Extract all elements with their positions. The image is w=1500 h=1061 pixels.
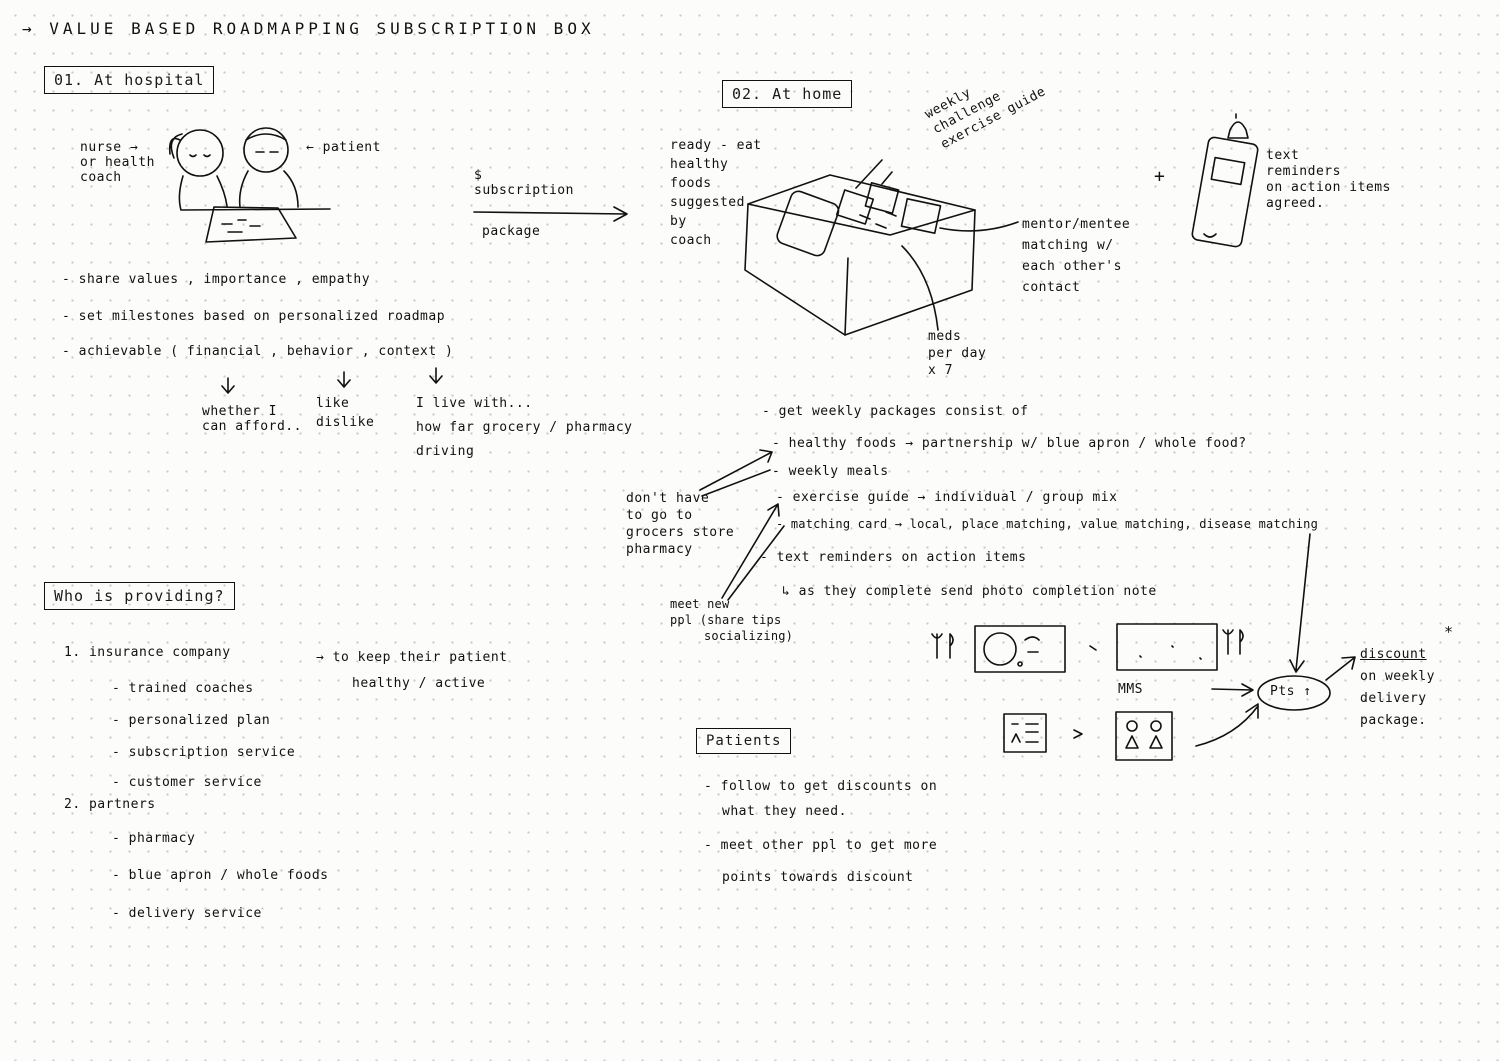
people-arrow [1195, 703, 1259, 747]
meet-people-note: meet new ppl (share tips socializing) [670, 597, 794, 643]
mms-label: MMS [1118, 682, 1143, 697]
patients-line: what they need. [722, 804, 847, 819]
flow-arrow [1089, 645, 1097, 651]
mentor-label: mentor/mentee matching w/ each other's c… [1022, 217, 1131, 295]
partner-item: - delivery service [112, 906, 262, 921]
package-item: ↳ as they complete send photo completion… [782, 584, 1157, 599]
meet-arrow [721, 503, 780, 599]
patients-line: - follow to get discounts on [704, 779, 938, 794]
meds-label: meds per day x 7 [928, 329, 987, 378]
phone-drawing [1191, 113, 1259, 248]
partner-item: - blue apron / whole foods [112, 868, 329, 883]
subscription-arrow [473, 206, 628, 222]
package-intro: - get weekly packages consist of [762, 404, 1029, 419]
meds-pointer [901, 245, 939, 331]
subscription-box-drawing [744, 174, 976, 336]
hospital-bullet: - share values , importance , empathy [62, 272, 371, 287]
discount-arrow [1325, 656, 1356, 681]
roadmap-tablet-drawing [205, 206, 297, 243]
hospital-bullet: - achievable ( financial , behavior , co… [62, 344, 454, 359]
points-ellipse [1257, 675, 1331, 711]
mentor-pointer [939, 221, 1019, 232]
patient-drawing [238, 127, 299, 208]
star-mark: * [1444, 623, 1455, 641]
section-heading-patients: Patients [696, 728, 792, 754]
insurance-item: - trained coaches [112, 681, 254, 696]
hospital-bullet: - set milestones based on personalized r… [62, 309, 446, 324]
flow-arrow [1073, 729, 1083, 739]
text-reminders-label: text reminders on action items agreed. [1266, 148, 1391, 211]
store-arrow [701, 469, 771, 497]
subscription-label: $ subscription [474, 168, 574, 198]
package-item: - weekly meals [772, 464, 889, 479]
food-label: ready - eat healthy foods suggested by c… [670, 138, 762, 248]
section-heading-at-home: 02. At home [722, 80, 853, 108]
insurance-item: - customer service [112, 775, 262, 790]
insurance-item: - subscription service [112, 745, 296, 760]
meet-arrow [727, 525, 785, 601]
section-heading-providers: Who is providing? [44, 582, 235, 610]
insurance-item: - personalized plan [112, 713, 271, 728]
patient-label: ← patient [306, 140, 381, 155]
mms-arrow [1211, 683, 1254, 697]
matched-people-card-drawing [1115, 711, 1173, 761]
points-label: Pts ↑ [1270, 684, 1312, 699]
provider-insurance: 1. insurance company [64, 645, 231, 660]
profile-card-drawing [1003, 713, 1047, 753]
down-arrow [221, 377, 235, 394]
financial-note: whether I can afford.. [202, 404, 302, 434]
nurse-drawing [168, 129, 228, 211]
partner-item: - pharmacy [112, 831, 196, 846]
page-title: → VALUE BASED ROADMAPPING SUBSCRIPTION B… [22, 19, 595, 38]
store-arrow [699, 449, 773, 491]
patients-line: points towards discount [722, 870, 914, 885]
package-item: - text reminders on action items [760, 550, 1027, 565]
package-label: package [482, 224, 541, 239]
meal-photo-drawing [931, 625, 1066, 673]
plus-sign: + [1154, 166, 1166, 187]
package-item: - exercise guide → individual / group mi… [776, 490, 1118, 505]
behavior-note: like dislike [316, 396, 375, 430]
patients-line: - meet other ppl to get more [704, 838, 938, 853]
nurse-label: nurse → or health coach [80, 140, 155, 185]
context-note: I live with... how far grocery / pharmac… [416, 396, 633, 459]
no-store-note: don't have to go to grocers store pharma… [626, 491, 735, 557]
package-item: - healthy foods → partnership w/ blue ap… [772, 436, 1247, 451]
matching-arrow [1289, 533, 1311, 673]
down-arrow [337, 371, 351, 388]
package-item: - matching card → local, place matching,… [776, 517, 1318, 531]
discount-label: discount on weekly delivery package. [1360, 647, 1435, 728]
insurance-note: → to keep their patient healthy / active [316, 650, 508, 691]
provider-partners: 2. partners [64, 797, 156, 812]
challenge-pointer [855, 159, 893, 189]
section-heading-at-hospital: 01. At hospital [44, 66, 215, 94]
down-arrow [429, 367, 443, 384]
empty-plate-photo-drawing [1116, 623, 1244, 671]
